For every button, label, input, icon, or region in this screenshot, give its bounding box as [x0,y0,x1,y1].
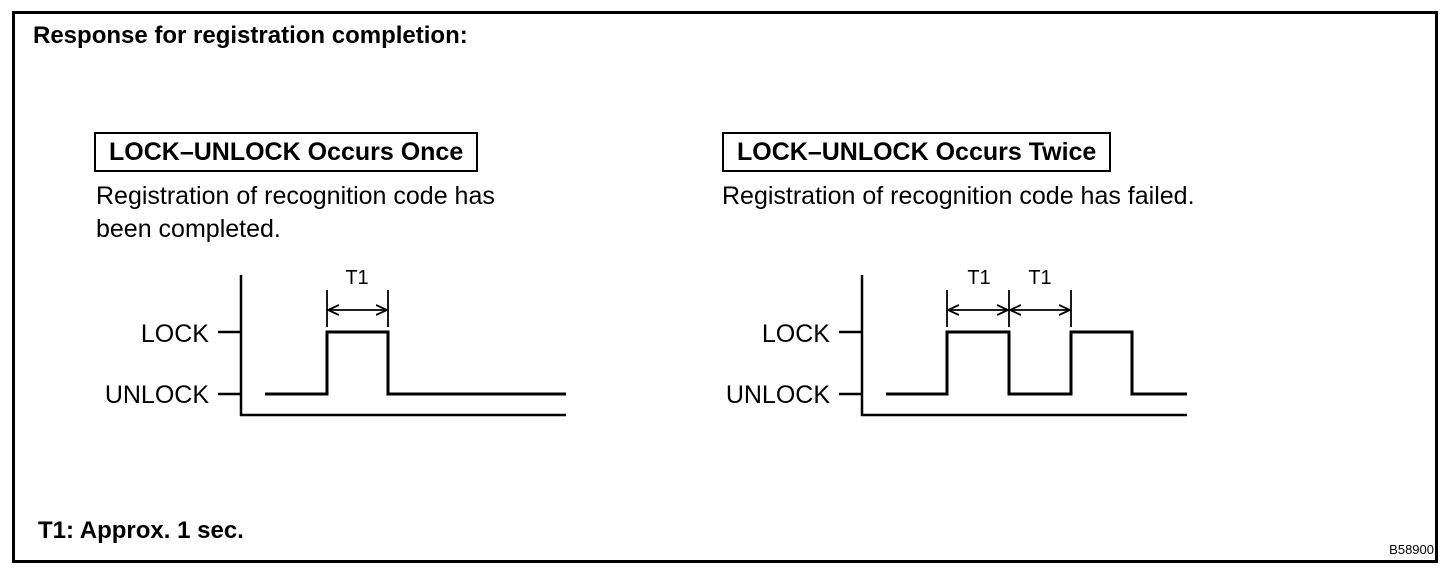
panel-twice-waveform: LOCK UNLOCK T1 T1 [726,267,1187,417]
panel-once-title: LOCK–UNLOCK Occurs Once [94,132,479,172]
panel-twice-title: LOCK–UNLOCK Occurs Twice [722,132,1112,172]
diagram-heading: Response for registration completion: [33,22,468,49]
panel-once-signal-line [265,330,566,396]
panel-twice-description: Registration of recognition code has fai… [722,182,1195,210]
panel-once-t1-label: T1 [345,267,368,289]
panel-once-description: Registration of recognition code has bee… [96,182,495,243]
panel-once-waveform: LOCK UNLOCK T1 [105,267,566,417]
panel-twice-signal-line [886,330,1187,396]
panel-twice-lock-label: LOCK [762,320,830,348]
panel-twice-t1-label-1: T1 [967,267,990,289]
panel-once-lock-label: LOCK [141,320,209,348]
panel-once-unlock-label: UNLOCK [105,381,210,409]
panel-twice-t1-label-2: T1 [1028,267,1051,289]
figure-code: B58900 [1389,542,1434,557]
diagram-frame [12,11,1438,563]
panel-twice-unlock-label: UNLOCK [726,381,831,409]
t1-footnote: T1: Approx. 1 sec. [38,517,244,544]
